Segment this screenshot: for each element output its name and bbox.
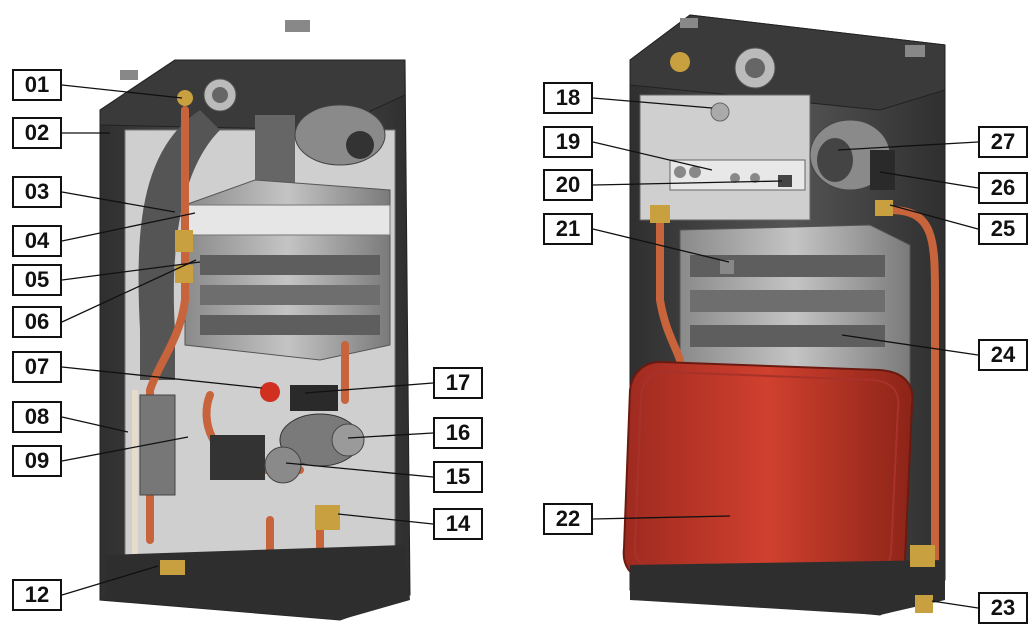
callout-25: 25 <box>978 213 1028 245</box>
callout-26: 26 <box>978 172 1028 204</box>
left-fan <box>294 104 386 166</box>
callout-06: 06 <box>12 306 62 338</box>
left-pump <box>210 382 365 484</box>
callout-01: 01 <box>12 69 62 101</box>
callout-09: 09 <box>12 445 62 477</box>
callout-15: 15 <box>433 461 483 493</box>
right-boiler-unit <box>622 14 946 616</box>
right-copper-pipes <box>656 206 939 564</box>
left-flue-duct <box>138 110 220 380</box>
callout-17: 17 <box>433 367 483 399</box>
callout-19: 19 <box>543 126 593 158</box>
left-boiler-unit <box>99 20 411 621</box>
callout-02: 02 <box>12 117 62 149</box>
callout-21: 21 <box>543 213 593 245</box>
callout-18: 18 <box>543 82 593 114</box>
callout-14: 14 <box>433 508 483 540</box>
callout-20: 20 <box>543 169 593 201</box>
callout-04: 04 <box>12 225 62 257</box>
callout-05: 05 <box>12 264 62 296</box>
callout-16: 16 <box>433 417 483 449</box>
callout-27: 27 <box>978 126 1028 158</box>
callout-07: 07 <box>12 351 62 383</box>
callout-08: 08 <box>12 401 62 433</box>
callout-22: 22 <box>543 503 593 535</box>
callout-03: 03 <box>12 176 62 208</box>
expansion-vessel <box>622 360 914 589</box>
leader-lines <box>61 84 979 609</box>
callout-24: 24 <box>978 339 1028 371</box>
callout-23: 23 <box>978 592 1028 624</box>
callout-12: 12 <box>12 579 62 611</box>
right-top-plate <box>629 14 946 111</box>
